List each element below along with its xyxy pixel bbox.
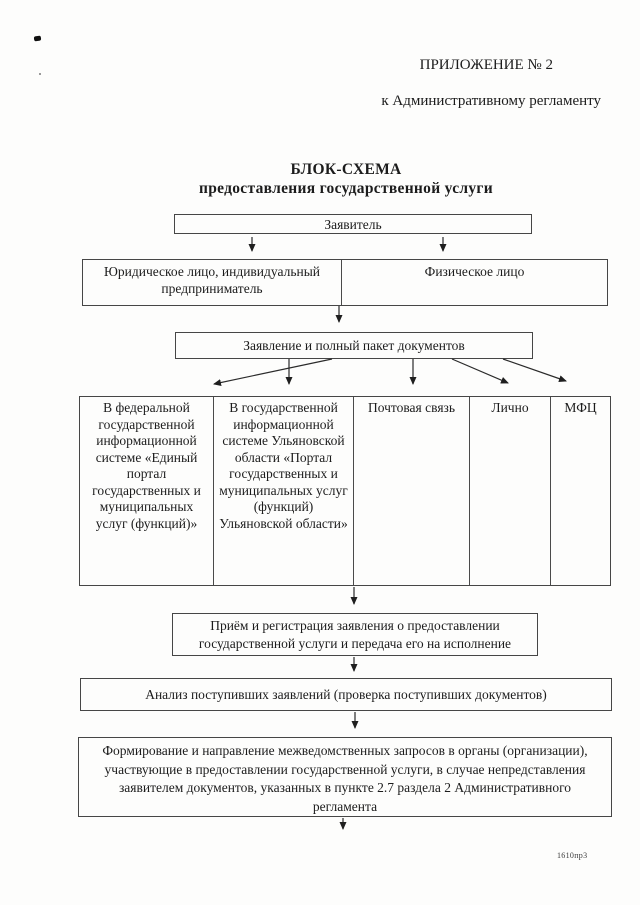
box-applicant-types: Юридическое лицо, индивидуальный предпри… (82, 259, 608, 306)
regulation-label: к Административному регламенту (381, 93, 601, 109)
box-application-label: Заявление и полный пакет документов (243, 338, 465, 353)
box-applicant: Заявитель (174, 214, 532, 234)
box-applicant-label: Заявитель (324, 216, 382, 232)
diagram-title: БЛОК-СХЕМА предоставления государственно… (80, 160, 612, 198)
channel-in-person-label: Лично (491, 400, 529, 415)
channel-federal-portal-label: В федеральной государственной информацио… (92, 400, 201, 531)
channel-cell-in-person: Лично (470, 397, 551, 585)
arrow-application-to-in-person (451, 358, 509, 384)
appendix-label: ПРИЛОЖЕНИЕ № 2 (419, 57, 553, 73)
channel-regional-portal-label: В государственной информационной системе… (219, 400, 348, 531)
channel-cell-regional-portal: В государственной информационной системе… (214, 397, 354, 585)
diagram-title-line2: предоставления государственной услуги (198, 180, 493, 197)
channel-mail-label: Почтовая связь (367, 400, 456, 415)
channel-cell-mfc: МФЦ (551, 397, 610, 585)
footer-code: 1610пр3 (557, 851, 588, 860)
box-analysis: Анализ поступивших заявлений (проверка п… (80, 678, 612, 711)
box-interagency: Формирование и направление межведомствен… (78, 737, 612, 817)
box-reception: Приём и регистрация заявления о предоста… (172, 613, 538, 656)
diagram-title-line1: БЛОК-СХЕМА (290, 161, 402, 178)
box-legal-entity: Юридическое лицо, индивидуальный предпри… (83, 260, 342, 305)
channel-cell-federal-portal: В федеральной государственной информацио… (80, 397, 214, 585)
box-individual-label: Физическое лицо (424, 264, 525, 279)
channel-cell-mail: Почтовая связь (354, 397, 470, 585)
box-individual: Физическое лицо (342, 260, 607, 305)
channel-mfc-label: МФЦ (564, 400, 597, 415)
arrow-application-to-mfc (502, 358, 567, 382)
box-application: Заявление и полный пакет документов (175, 332, 533, 359)
scan-speck-small (39, 73, 41, 75)
box-interagency-label: Формирование и направление межведомствен… (102, 743, 588, 814)
box-legal-entity-label: Юридическое лицо, индивидуальный предпри… (104, 264, 320, 296)
arrow-application-to-federal-portal (213, 358, 333, 386)
box-analysis-label: Анализ поступивших заявлений (проверка п… (145, 687, 547, 702)
box-reception-label: Приём и регистрация заявления о предоста… (198, 618, 512, 651)
channels-table: В федеральной государственной информацио… (79, 396, 611, 586)
scan-speck (33, 35, 42, 42)
